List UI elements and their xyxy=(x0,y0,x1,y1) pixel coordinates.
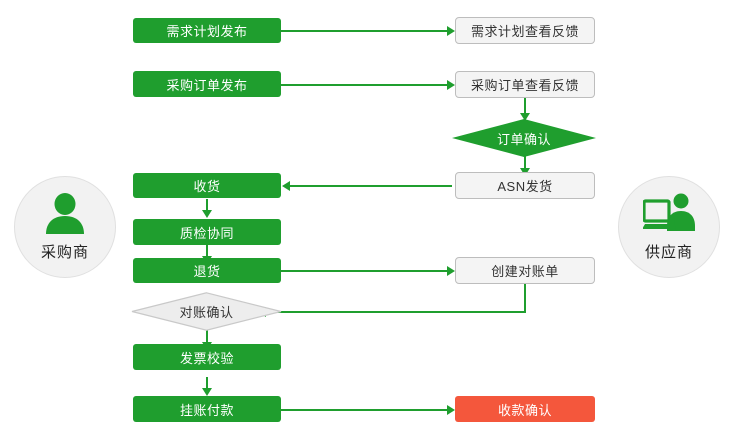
node-invoice-check[interactable]: 发票校验 xyxy=(133,344,281,370)
connector-return-to-statement xyxy=(281,270,449,272)
connector-statement-down xyxy=(524,284,526,312)
connector-asn-to-receive xyxy=(290,185,452,187)
arrowhead-return-to-statement xyxy=(447,266,455,276)
node-receipt-confirm[interactable]: 收款确认 xyxy=(455,396,595,422)
arrowhead-receive-to-qc xyxy=(202,210,212,218)
node-demand-plan-feedback[interactable]: 需求计划查看反馈 xyxy=(455,17,595,44)
node-po-feedback[interactable]: 采购订单查看反馈 xyxy=(455,71,595,98)
node-po-publish[interactable]: 采购订单发布 xyxy=(133,71,281,97)
connector-po-to-confirm xyxy=(524,98,526,115)
person-icon xyxy=(43,192,87,240)
arrowhead-demand-plan xyxy=(447,26,455,36)
connector-qc-to-return xyxy=(206,245,208,258)
arrowhead-invoice-to-payment xyxy=(202,388,212,396)
node-receive-goods[interactable]: 收货 xyxy=(133,173,281,198)
node-demand-plan-publish[interactable]: 需求计划发布 xyxy=(133,18,281,43)
actor-supplier-label: 供应商 xyxy=(644,243,693,261)
node-order-confirm[interactable]: 订单确认 xyxy=(452,119,596,157)
connector-demand-plan xyxy=(281,30,449,32)
arrowhead-po-to-confirm xyxy=(520,113,530,121)
arrowhead-payment-to-receipt xyxy=(447,405,455,415)
node-return-goods[interactable]: 退货 xyxy=(133,258,281,283)
node-quality-collab[interactable]: 质检协同 xyxy=(133,219,281,245)
person-at-computer-icon xyxy=(642,193,695,240)
connector-payment-to-receipt xyxy=(281,409,449,411)
node-payment-posting[interactable]: 挂账付款 xyxy=(133,396,281,422)
connector-statement-to-confirm xyxy=(265,311,526,313)
node-statement-confirm[interactable]: 对账确认 xyxy=(131,292,282,331)
actor-supplier[interactable]: 供应商 xyxy=(618,176,720,278)
node-asn-ship[interactable]: ASN发货 xyxy=(455,172,595,199)
connector-receive-to-qc xyxy=(206,199,208,212)
connector-invoice-to-payment xyxy=(206,377,208,390)
node-create-statement[interactable]: 创建对账单 xyxy=(455,257,595,284)
arrowhead-po xyxy=(447,80,455,90)
connector-confirm-to-asn xyxy=(524,155,526,170)
connector-po xyxy=(281,84,449,86)
actor-buyer-label: 采购商 xyxy=(40,243,89,261)
arrowhead-asn-to-receive xyxy=(282,181,290,191)
connector-confirm-to-invoice xyxy=(206,330,208,344)
actor-buyer[interactable]: 采购商 xyxy=(14,176,116,278)
